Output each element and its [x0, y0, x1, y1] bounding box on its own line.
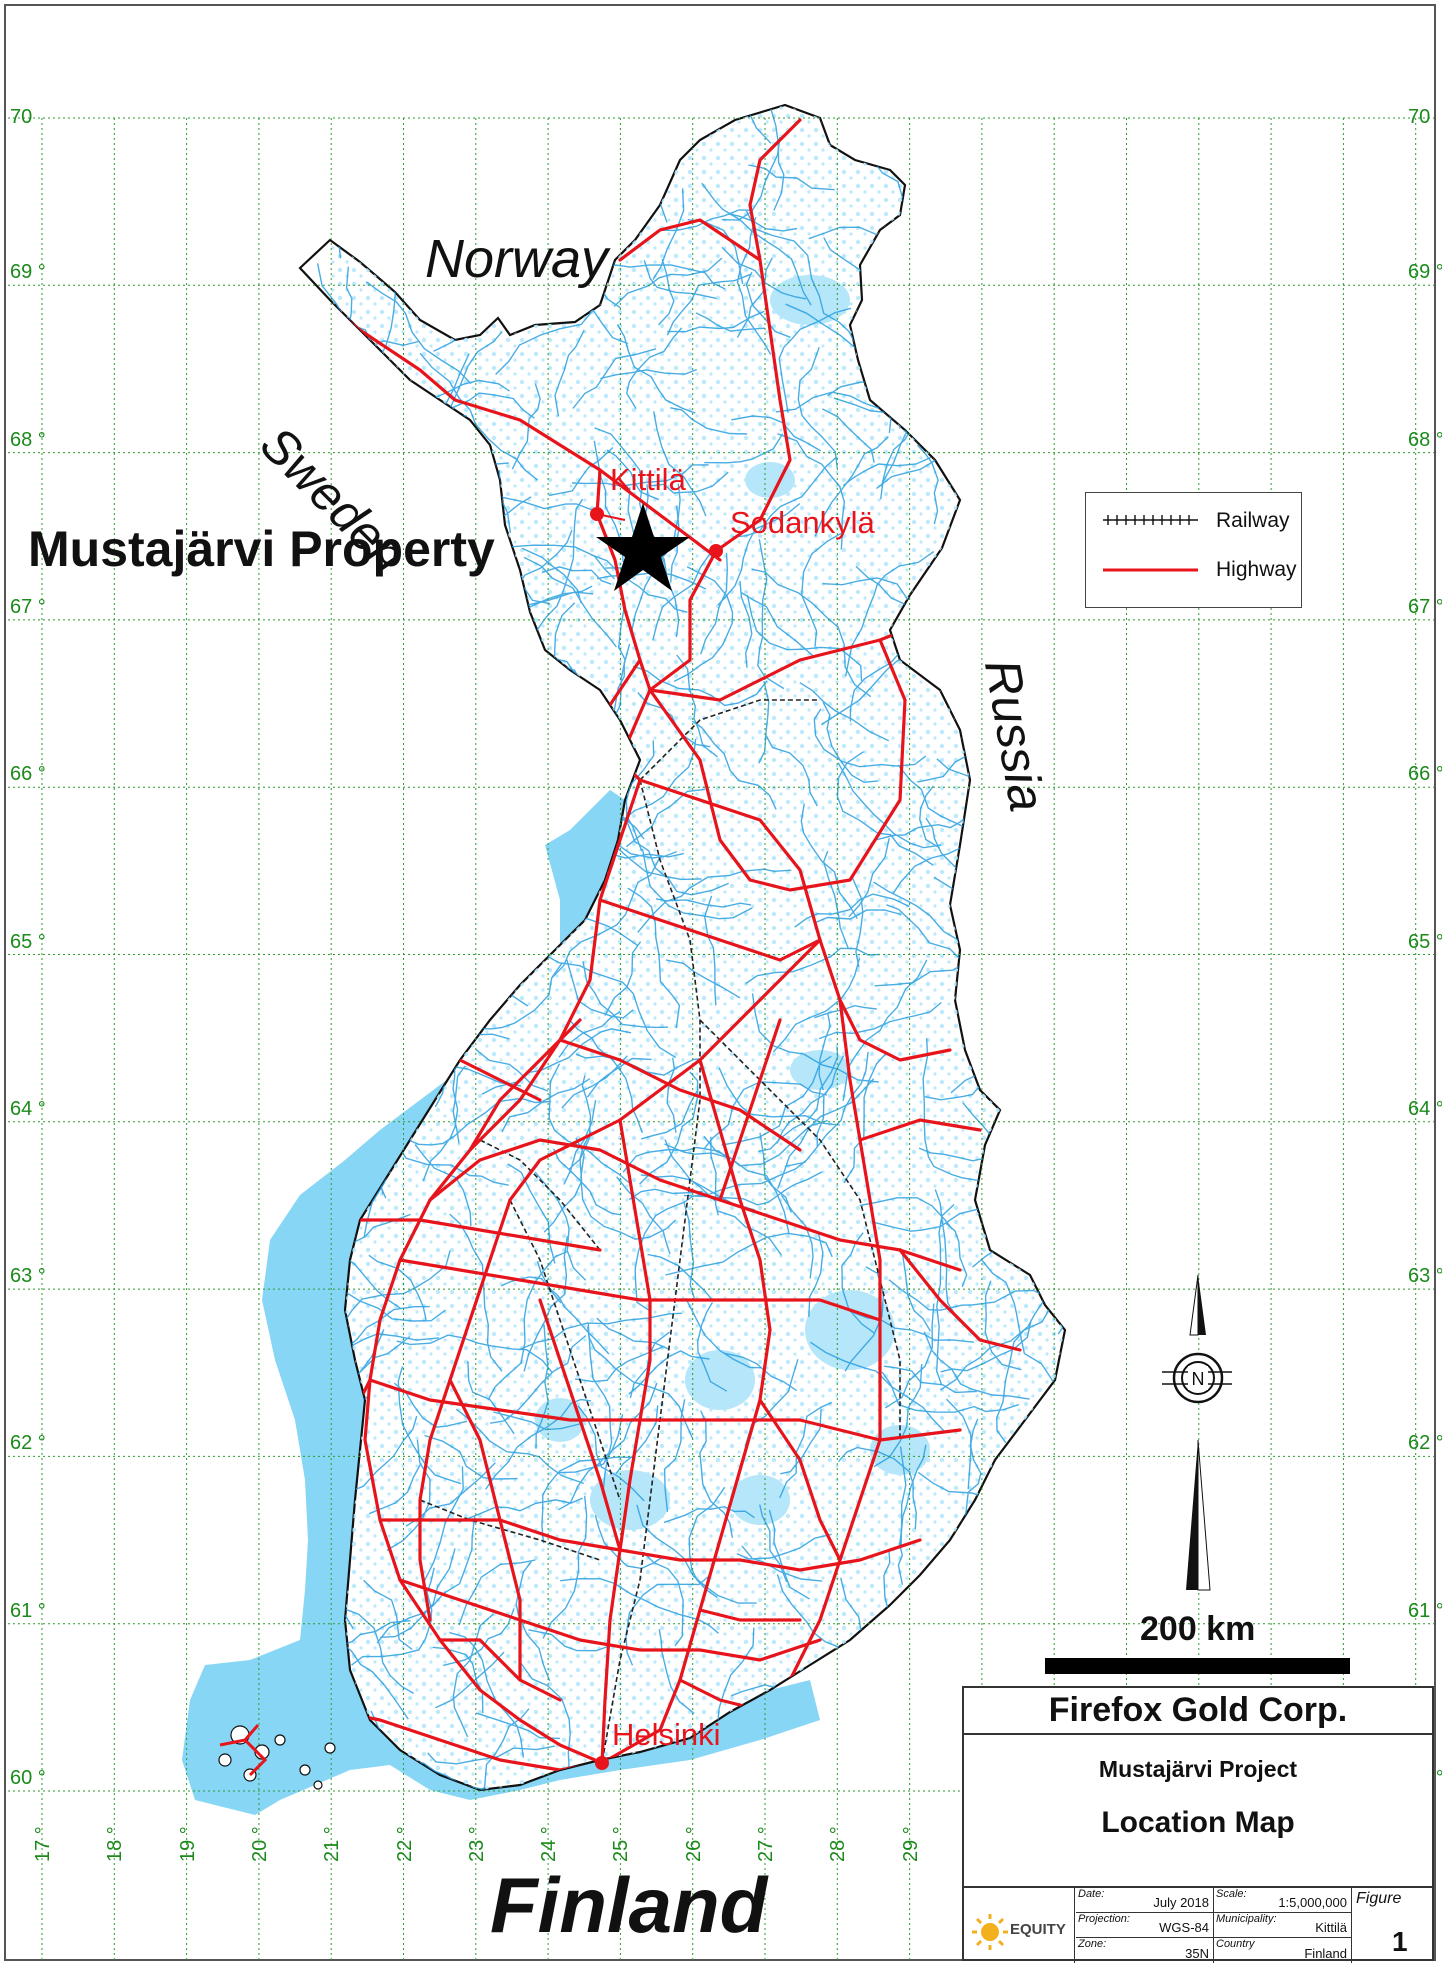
municipality-value: Kittilä	[1315, 1920, 1347, 1935]
finland-label: Finland	[490, 1861, 768, 1949]
longitude-label: 23 °	[465, 1826, 488, 1862]
country-cell: Country Finland	[1214, 1938, 1352, 1963]
latitude-label-right: 68 °	[1408, 428, 1442, 451]
latitude-label-left: 63 °	[10, 1265, 46, 1288]
latitude-label-left: 60 °	[10, 1767, 46, 1789]
latitude-label-right: 62 °	[1408, 1432, 1442, 1455]
latitude-label-right: 64 °	[1408, 1097, 1442, 1120]
scale-cell: Scale: 1:5,000,000	[1214, 1888, 1352, 1913]
longitude-label: 25 °	[610, 1826, 633, 1862]
latitude-label-right: 69 °	[1408, 261, 1442, 284]
latitude-label-left: 69 °	[10, 261, 46, 284]
longitude-label: 29 °	[899, 1826, 922, 1862]
latitude-label-right: 70	[1408, 106, 1431, 128]
equity-logo: EQUITY	[966, 1894, 1074, 1960]
sun-icon	[972, 1914, 1008, 1950]
latitude-label-right: 63 °	[1408, 1265, 1442, 1288]
map-title: Location Map	[1101, 1806, 1295, 1839]
lakes-layer	[330, 105, 1065, 1790]
projection-value: WGS-84	[1159, 1920, 1209, 1935]
graticule-grid	[8, 117, 1434, 1960]
legend-highway-label: Highway	[1216, 558, 1297, 581]
longitude-label: 28 °	[827, 1826, 850, 1862]
latitude-label-right: 66 °	[1408, 763, 1442, 786]
latitude-label-left: 64 °	[10, 1097, 46, 1120]
latitude-label-left: 66 °	[10, 763, 46, 786]
north-letter: N	[1192, 1369, 1205, 1389]
longitude-label: 24 °	[538, 1826, 561, 1862]
date-value: July 2018	[1153, 1895, 1209, 1910]
latitude-label-right: 67 °	[1408, 595, 1442, 618]
municipality-cell: Municipality: Kittilä	[1214, 1913, 1352, 1938]
latitude-label-left: 65 °	[10, 930, 46, 953]
country-value: Finland	[1304, 1946, 1347, 1961]
sea-area	[182, 790, 820, 1815]
company-name: Firefox Gold Corp.	[964, 1688, 1432, 1735]
title-block: Firefox Gold Corp. Mustajärvi Project Lo…	[962, 1686, 1434, 1963]
property-star-icon	[596, 503, 690, 591]
helsinki-marker	[595, 1756, 609, 1770]
latitude-label-left: 67 °	[10, 595, 46, 618]
sodankyla-marker	[709, 544, 723, 558]
projection-cell: Projection: WGS-84	[1076, 1913, 1214, 1938]
municipality-caption: Municipality:	[1216, 1913, 1277, 1925]
title-block-table: EQUITY Date: July 2018 Scale: 1:5,000,00…	[964, 1886, 1432, 1963]
norway-label: Norway	[425, 229, 609, 289]
scale-bar-label: 200 km	[1140, 1610, 1256, 1648]
zone-value: 35N	[1185, 1946, 1209, 1961]
north-arrow-icon: N	[1162, 1274, 1232, 1591]
latitude-label-left: 70	[10, 106, 33, 128]
figure-caption: Figure	[1356, 1890, 1402, 1907]
date-cell: Date: July 2018	[1076, 1888, 1214, 1913]
latitude-label-right: 65 °	[1408, 930, 1442, 953]
helsinki-label: Helsinki	[612, 1717, 721, 1752]
longitude-label: 26 °	[682, 1826, 705, 1862]
kittila-label: Kittilä	[610, 462, 686, 497]
longitude-label: 20 °	[248, 1826, 271, 1862]
latitude-label-left: 68 °	[10, 428, 46, 451]
longitude-label: 19 °	[176, 1826, 199, 1862]
latitude-label-left: 61 °	[10, 1599, 46, 1622]
project-name: Mustajärvi Project	[1098, 1756, 1298, 1782]
longitude-label: 27 °	[755, 1826, 777, 1862]
longitude-label: 17 °	[32, 1826, 54, 1862]
longitude-label: 18 °	[104, 1826, 127, 1862]
country-caption: Country	[1216, 1938, 1255, 1950]
zone-cell: Zone: 35N	[1076, 1938, 1214, 1963]
zone-caption: Zone:	[1078, 1938, 1107, 1950]
latitude-label-right: 61 °	[1408, 1599, 1442, 1622]
scale-bar	[1045, 1658, 1350, 1674]
figure-number: 1	[1392, 1926, 1408, 1957]
scale-caption: Scale:	[1216, 1888, 1247, 1900]
longitude-label: 21 °	[321, 1826, 344, 1862]
date-caption: Date:	[1078, 1888, 1105, 1900]
logo-text: EQUITY	[1010, 1921, 1066, 1938]
projection-caption: Projection:	[1078, 1913, 1130, 1925]
map-legend: Railway Highway	[1085, 492, 1302, 608]
scale-value: 1:5,000,000	[1278, 1895, 1347, 1910]
longitude-label: 22 °	[393, 1826, 416, 1862]
sodankyla-label: Sodankylä	[730, 505, 875, 540]
property-label: Mustajärvi Property	[28, 521, 495, 577]
legend-railway-label: Railway	[1216, 509, 1290, 532]
highways-layer	[303, 118, 1022, 1772]
latitude-label-left: 62 °	[10, 1432, 46, 1455]
